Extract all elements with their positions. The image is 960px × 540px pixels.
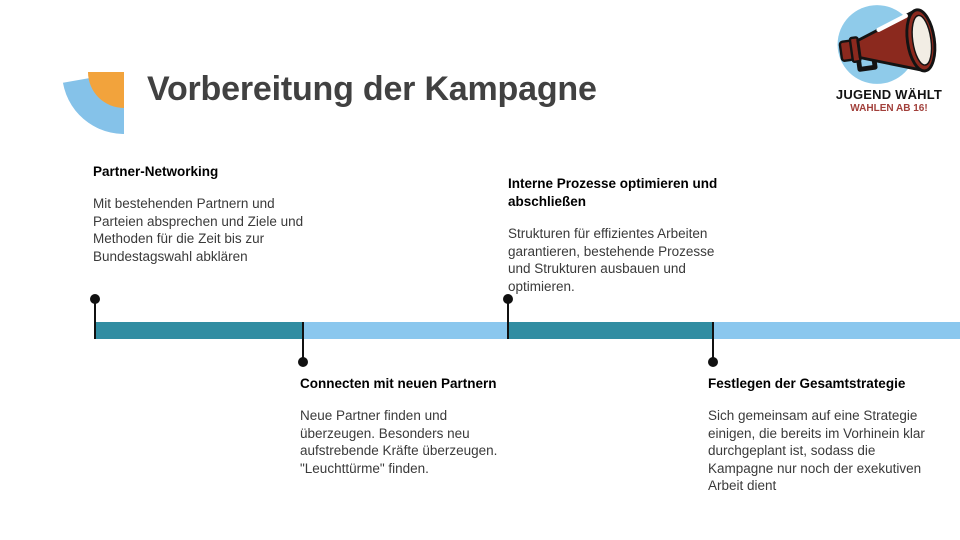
milestone-connector-4: [712, 322, 714, 362]
milestone-description: Neue Partner finden und überzeugen. Beso…: [300, 408, 498, 476]
milestone-title: Interne Prozesse optimieren und abschlie…: [508, 176, 718, 209]
logo-name: JUGEND WÄHLT: [835, 87, 943, 102]
megaphone-icon: [837, 5, 936, 84]
milestone-connector-2: [302, 322, 304, 362]
timeline-segment-1: [96, 322, 303, 339]
milestone-dot-4: [708, 357, 718, 367]
timeline-segment-3: [509, 322, 713, 339]
milestone-description: Sich gemeinsam auf eine Strategie einige…: [708, 408, 925, 493]
milestone-title: Festlegen der Gesamtstrategie: [708, 376, 906, 391]
milestone-description: Mit bestehenden Partnern und Parteien ab…: [93, 196, 304, 264]
milestone-dot-3: [503, 294, 513, 304]
milestone-block-connecten: Connecten mit neuen Partnern Neue Partne…: [300, 375, 518, 477]
logo: JUGEND WÄHLT WAHLEN AB 16!: [823, 2, 955, 114]
milestone-title: Partner-Networking: [93, 164, 219, 179]
milestone-connector-1: [94, 299, 96, 339]
milestone-connector-3: [507, 299, 509, 339]
timeline-bar: [96, 322, 960, 339]
corner-decoration-icon: [62, 72, 124, 134]
milestone-dot-2: [298, 357, 308, 367]
timeline-segment-4: [713, 322, 960, 339]
timeline-segment-2: [303, 322, 509, 339]
milestone-block-partner-networking: Partner-Networking Mit bestehenden Partn…: [93, 163, 318, 265]
milestone-block-gesamtstrategie: Festlegen der Gesamtstrategie Sich gemei…: [708, 375, 932, 495]
milestone-block-interne-prozesse: Interne Prozesse optimieren und abschlie…: [508, 175, 731, 295]
milestone-description: Strukturen für effizientes Arbeiten gara…: [508, 226, 715, 294]
page-title: Vorbereitung der Kampagne: [147, 70, 597, 108]
logo-tagline: WAHLEN AB 16!: [850, 103, 928, 114]
milestone-dot-1: [90, 294, 100, 304]
milestone-title: Connecten mit neuen Partnern: [300, 376, 497, 391]
